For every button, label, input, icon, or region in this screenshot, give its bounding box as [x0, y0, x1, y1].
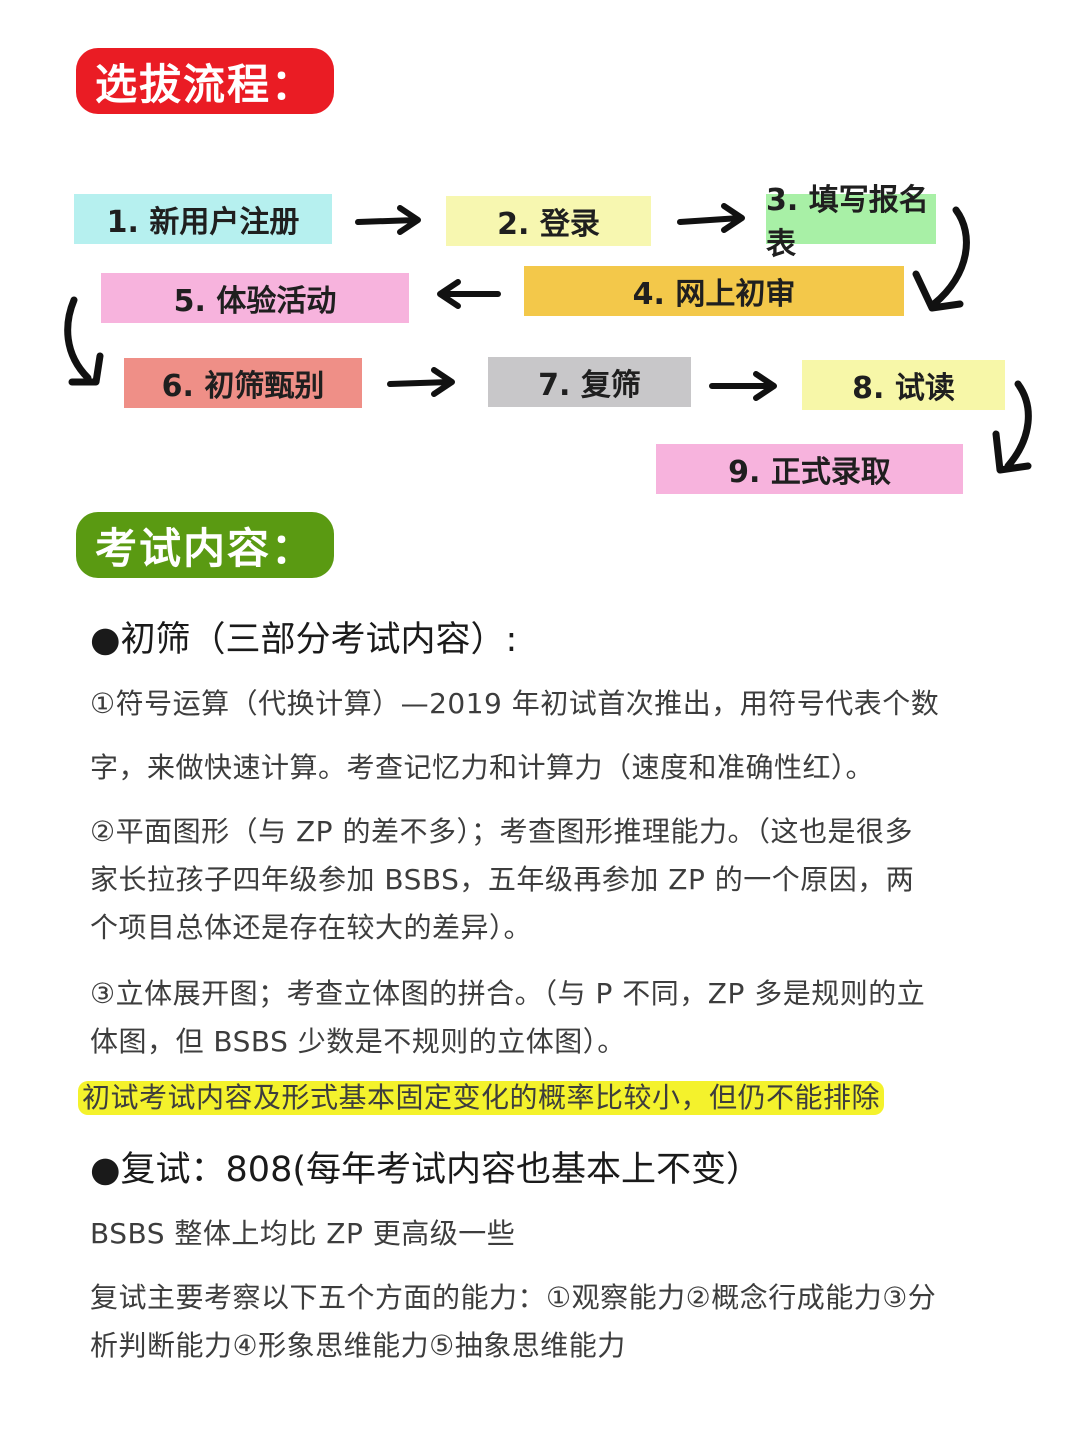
retest-section: ●复试：808(每年考试内容也基本上不变） [90, 1146, 1020, 1194]
section-title-selection-process: 选拔流程： [76, 48, 334, 114]
arrow-curve-down-icon [912, 206, 970, 312]
screening-highlight: 初试考试内容及形式基本固定变化的概率比较小，但仍不能排除 [78, 1074, 998, 1122]
retest-heading: ●复试：808(每年考试内容也基本上不变） [90, 1150, 761, 1190]
screening-item-3: ③立体展开图；考查立体图的拼合。（与 P 不同，ZP 多是规则的立 体图，但 B… [90, 970, 1020, 1066]
screening-heading: ●初筛（三部分考试内容）: [90, 620, 518, 660]
text-line: ②平面图形（与 ZP 的差不多）；考查图形推理能力。（这也是很多 [90, 815, 913, 848]
text-line: 析判断能力④形象思维能力⑤抽象思维能力 [90, 1329, 626, 1362]
flow-step-5: 5. 体验活动 [101, 273, 409, 323]
screening-item-1: ①符号运算（代换计算）—2019 年初试首次推出，用符号代表个数 [90, 680, 1020, 728]
flow-step-6: 6. 初筛甄别 [124, 358, 362, 408]
text-line: 复试主要考察以下五个方面的能力：①观察能力②概念行成能力③分 [90, 1281, 937, 1314]
highlighted-note: 初试考试内容及形式基本固定变化的概率比较小，但仍不能排除 [78, 1081, 885, 1115]
screening-item-1-cont: 字，来做快速计算。考查记忆力和计算力（速度和准确性红）。 [90, 744, 1020, 792]
retest-line-1: BSBS 整体上均比 ZP 更高级一些 [90, 1210, 1020, 1258]
screening-item-2: ②平面图形（与 ZP 的差不多）；考查图形推理能力。（这也是很多 家长拉孩子四年… [90, 808, 1020, 952]
text-line: ③立体展开图；考查立体图的拼合。（与 P 不同，ZP 多是规则的立 [90, 977, 926, 1010]
flow-step-3: 3. 填写报名表 [766, 183, 936, 262]
arrow-curve-down-icon [64, 296, 104, 386]
arrow-right-icon [355, 205, 421, 235]
text-line: 体图，但 BSBS 少数是不规则的立体图）。 [90, 1025, 626, 1058]
flow-step-4: 4. 网上初审 [524, 266, 904, 316]
flow-step-8: 8. 试读 [802, 360, 1005, 410]
retest-abilities: 复试主要考察以下五个方面的能力：①观察能力②概念行成能力③分 析判断能力④形象思… [90, 1274, 1020, 1370]
screening-section: ●初筛（三部分考试内容）: [90, 616, 1020, 664]
text-line: ①符号运算（代换计算）—2019 年初试首次推出，用符号代表个数 [90, 687, 940, 720]
text-line: 字，来做快速计算。考查记忆力和计算力（速度和准确性红）。 [90, 751, 875, 784]
arrow-right-icon [677, 203, 745, 233]
flow-step-7: 7. 复筛 [488, 357, 691, 407]
arrow-curve-down-icon [992, 380, 1032, 474]
flow-step-9: 9. 正式录取 [656, 444, 963, 494]
text-line: BSBS 整体上均比 ZP 更高级一些 [90, 1217, 516, 1250]
arrow-right-icon [709, 371, 777, 401]
section-title-exam-content: 考试内容： [76, 512, 334, 578]
text-line: 个项目总体还是存在较大的差异）。 [90, 911, 533, 944]
arrow-right-icon [387, 367, 455, 397]
flow-step-2: 2. 登录 [446, 196, 651, 246]
flow-step-1: 1. 新用户注册 [74, 194, 332, 244]
text-line: 家长拉孩子四年级参加 BSBS，五年级再参加 ZP 的一个原因，两 [90, 863, 915, 896]
arrow-left-icon [437, 279, 501, 309]
